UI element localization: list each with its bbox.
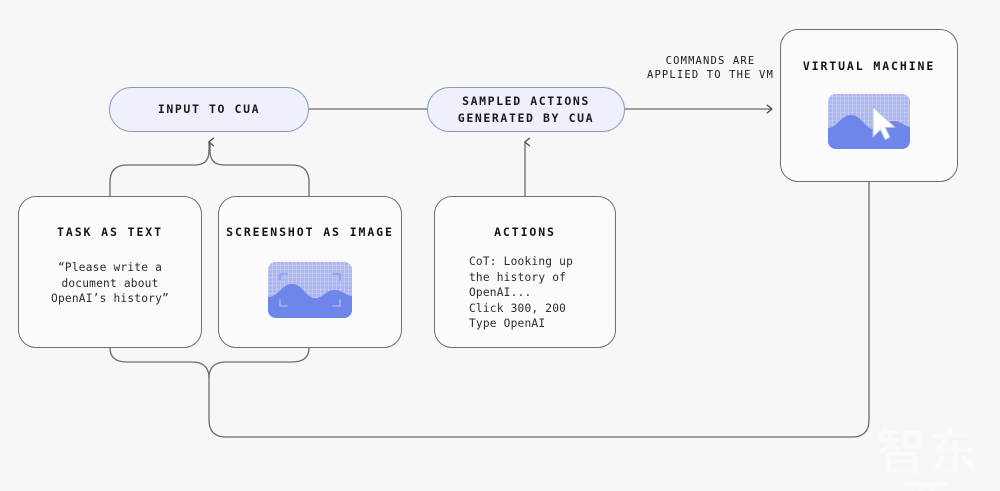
watermark-main-text: 智东西 bbox=[876, 423, 980, 491]
watermark: 智东西 zhidx.com bbox=[866, 426, 990, 491]
task-as-text-title: TASK AS TEXT bbox=[57, 225, 163, 239]
edge-vm-feedback-to-screenshot bbox=[208, 182, 870, 438]
actions-body: CoT: Looking up the history of OpenAI...… bbox=[469, 255, 574, 330]
edge-feedback-to-task bbox=[109, 347, 210, 379]
icon-wave-and-brackets bbox=[268, 273, 352, 318]
mouse-cursor-icon bbox=[872, 106, 896, 141]
edge-screenshot-to-input bbox=[209, 142, 310, 196]
node-sampled-actions[interactable]: SAMPLED ACTIONS GENERATED BY CUA bbox=[427, 87, 625, 132]
node-input-to-cua[interactable]: INPUT TO CUA bbox=[109, 87, 309, 132]
screenshot-image-icon bbox=[268, 262, 352, 318]
input-to-cua-label: INPUT TO CUA bbox=[157, 102, 261, 116]
node-task-as-text[interactable]: TASK AS TEXT “Please write a document ab… bbox=[18, 196, 202, 348]
virtual-machine-screen-icon bbox=[828, 94, 910, 149]
edge-task-to-input bbox=[109, 137, 215, 196]
node-actions[interactable]: ACTIONS CoT: Looking up the history of O… bbox=[434, 196, 616, 348]
node-screenshot-as-image[interactable]: SCREENSHOT AS IMAGE bbox=[218, 196, 402, 348]
virtual-machine-title: VIRTUAL MACHINE bbox=[802, 59, 936, 73]
node-virtual-machine[interactable]: VIRTUAL MACHINE bbox=[780, 29, 958, 182]
screenshot-as-image-title: SCREENSHOT AS IMAGE bbox=[226, 225, 394, 239]
edge-label-commands-applied: COMMANDS ARE APPLIED TO THE VM bbox=[646, 55, 775, 81]
sampled-actions-label: SAMPLED ACTIONS GENERATED BY CUA bbox=[457, 93, 595, 125]
task-as-text-body: “Please write a document about OpenAI’s … bbox=[51, 261, 169, 305]
actions-title: ACTIONS bbox=[494, 225, 556, 239]
vm-icon-wave-and-cursor bbox=[828, 106, 910, 149]
